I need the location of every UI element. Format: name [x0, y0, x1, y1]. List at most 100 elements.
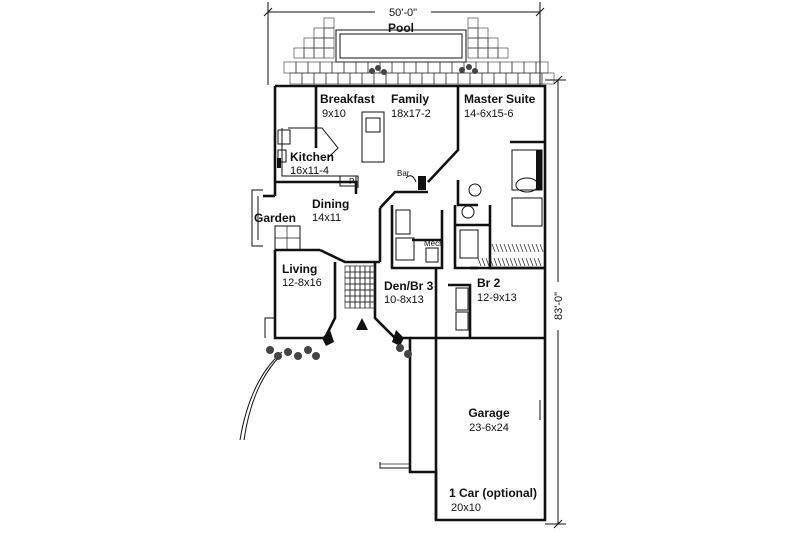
closet-shelf [495, 243, 500, 253]
shrub [284, 348, 292, 356]
patio-paver [469, 72, 483, 85]
patio-paver [319, 61, 333, 74]
pool-step [477, 27, 489, 39]
pool-step [487, 47, 499, 59]
shrub [396, 344, 404, 352]
master-suite-size: 14-6x15-6 [464, 108, 514, 120]
pool-step [313, 47, 325, 59]
master-suite-label: Master Suite [464, 92, 536, 106]
mech-label: Mech [424, 239, 444, 248]
shrub [266, 346, 274, 354]
family-label: Family [391, 92, 429, 106]
pool-step [323, 37, 335, 49]
foyer-tile-square [344, 289, 351, 297]
foyer-tile-square [349, 289, 356, 297]
living-label: Living [282, 262, 317, 276]
fixtures [251, 111, 544, 420]
pool-step [293, 47, 305, 59]
patio-paver [427, 61, 441, 74]
closet-shelf [529, 257, 534, 267]
patio-paver [301, 72, 315, 85]
patio-paver [523, 61, 537, 74]
pantry-label: P [349, 177, 354, 186]
foyer-tile-square [349, 283, 356, 291]
patio-paver [457, 72, 471, 85]
foyer-tile-square [354, 283, 361, 291]
foyer-tile-square [344, 301, 351, 309]
foyer-tile [344, 265, 376, 309]
foyer-tile-square [349, 295, 356, 303]
patio-paver [415, 61, 429, 74]
foyer-tile-square [344, 295, 351, 303]
interior-walls [275, 86, 545, 339]
closet-shelf [477, 257, 482, 267]
foyer-tile-square [364, 295, 371, 303]
depth-dimension-label: 83'-0" [553, 292, 565, 320]
width-dimension: 50'-0" [263, 2, 545, 85]
room-labels: Breakfast 9x10 Family 18x17-2 Master Sui… [254, 92, 537, 514]
closet-shelf [525, 257, 530, 267]
pool-step [467, 17, 479, 29]
closet-shelf [509, 257, 514, 267]
foyer-tile-square [364, 301, 371, 309]
width-dimension-label: 50'-0" [389, 7, 417, 19]
one-car-size: 20x10 [451, 502, 481, 514]
foyer-tile-square [364, 283, 371, 291]
foyer-tile-square [359, 265, 366, 273]
closet-shelf [517, 257, 522, 267]
closet-shelf [527, 243, 532, 253]
closet-hatch [477, 243, 544, 267]
foyer-tile-square [344, 277, 351, 285]
closet-shelf [539, 243, 544, 253]
patio-paver [361, 72, 375, 85]
shrub [304, 346, 312, 354]
kitchen-size: 16x11-4 [290, 165, 329, 177]
closet-shelf [521, 257, 526, 267]
foyer-tile-square [354, 277, 361, 285]
closet-shelf [535, 243, 540, 253]
pool-step [323, 47, 335, 59]
pool-area: Pool [283, 17, 555, 85]
pool-step [467, 27, 479, 39]
breakfast-size: 9x10 [322, 108, 346, 120]
foyer-tile-square [359, 289, 366, 297]
closet-shelf [481, 257, 486, 267]
patio-paver [535, 61, 549, 74]
pool-step [477, 47, 489, 59]
patio-paver [439, 61, 453, 74]
patio-paver [409, 72, 423, 85]
front-shrubs [266, 344, 412, 360]
foyer-tile-square [369, 301, 376, 309]
shrub [312, 352, 320, 360]
closet-shelf [507, 243, 512, 253]
living-size: 12-8x16 [282, 277, 322, 289]
foyer-tile-square [359, 295, 366, 303]
patio-paver [397, 72, 411, 85]
den-label: Den/Br 3 [384, 279, 434, 293]
patio-pavers [283, 61, 555, 85]
patio-paver [403, 61, 417, 74]
pool-step [323, 17, 335, 29]
foyer-tile-square [354, 295, 361, 303]
garage-size: 23-6x24 [469, 422, 509, 434]
foyer-tile-square [354, 289, 361, 297]
one-car-label: 1 Car (optional) [449, 486, 537, 500]
closet-shelf [531, 243, 536, 253]
closet-shelf [511, 243, 516, 253]
closet-shelf [489, 257, 494, 267]
garden-label: Garden [254, 211, 296, 225]
closet-shelf [485, 257, 490, 267]
pool-step [303, 37, 315, 49]
foyer-tile-square [344, 271, 351, 279]
patio-shrubs [369, 64, 478, 75]
patio-paver [481, 72, 495, 85]
dining-size: 14x11 [312, 212, 341, 224]
pool-step [303, 47, 315, 59]
patio-paver [391, 61, 405, 74]
patio-paver [433, 72, 447, 85]
closet-shelf [515, 243, 520, 253]
pool-step [313, 37, 325, 49]
patio-paver [289, 72, 303, 85]
foyer-tile-square [359, 301, 366, 309]
pool-step [323, 27, 335, 39]
